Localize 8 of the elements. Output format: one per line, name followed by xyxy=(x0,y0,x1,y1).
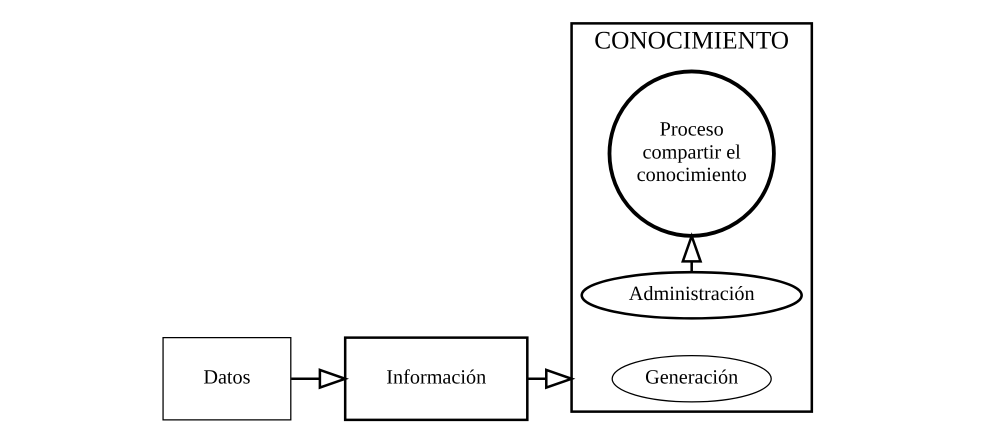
node-ellipse: Generación xyxy=(611,355,772,402)
node-ellipse: Administración xyxy=(580,270,802,320)
arrow xyxy=(290,368,349,390)
node-box: Datos xyxy=(162,337,291,420)
node-circle: Proceso compartir el conocimiento xyxy=(607,70,776,238)
node-box: Información xyxy=(343,336,528,422)
arrow xyxy=(680,232,702,272)
arrow xyxy=(526,368,575,390)
